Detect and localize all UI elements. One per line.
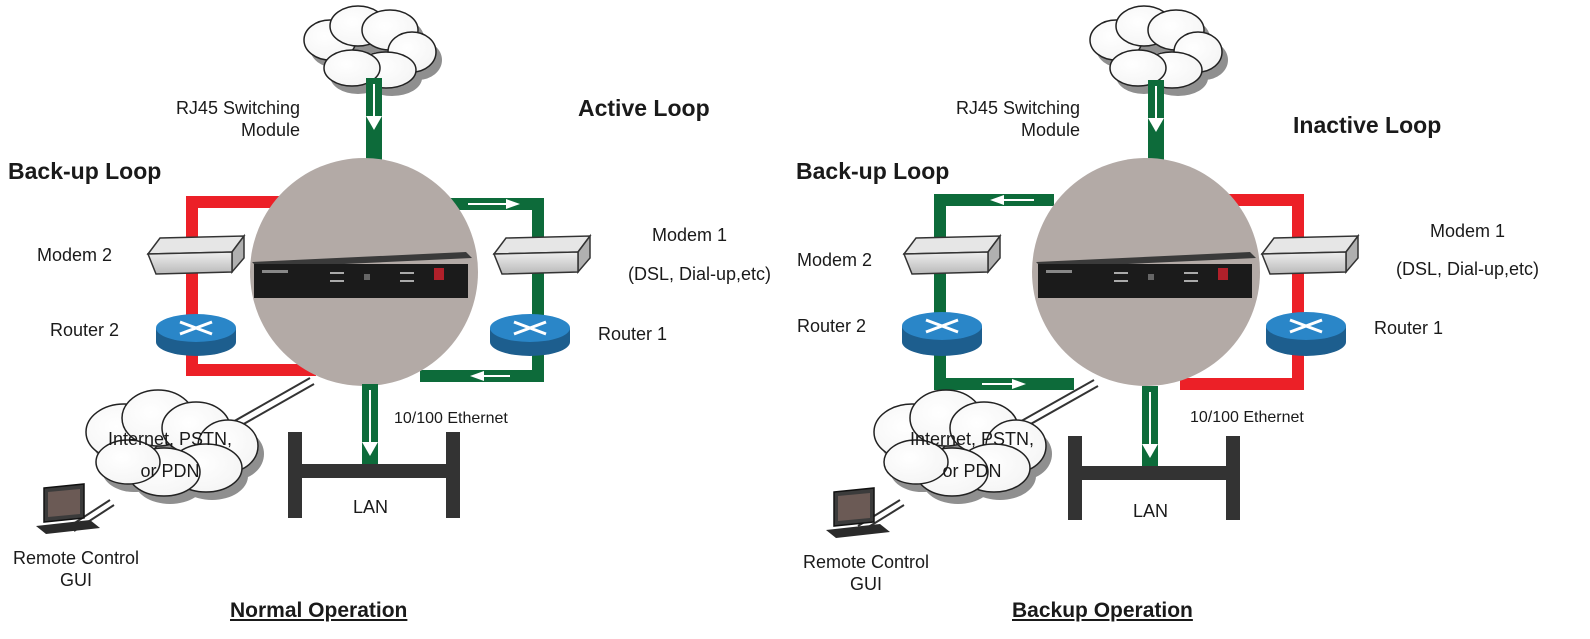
modem-1-icon (1260, 233, 1360, 275)
modem-2-icon (146, 233, 246, 275)
modem-1-label: Modem 1 (1430, 221, 1506, 241)
modem-2-label: Modem 2 (37, 245, 113, 265)
panel-normal-operation (36, 5, 592, 534)
laptop-icon (826, 487, 890, 538)
rack-device-icon (252, 252, 472, 298)
router-1-icon (490, 314, 570, 356)
modem-2-icon (902, 233, 1002, 275)
router-2-label: Router 2 (50, 320, 120, 340)
router-1-label: Router 1 (598, 324, 668, 344)
router-1-label: Router 1 (1374, 318, 1444, 338)
router-1-icon (1266, 312, 1346, 356)
uplink-connector (366, 78, 382, 164)
backup-loop-title: Back-up Loop (796, 158, 950, 184)
modem-2-label: Modem 2 (797, 250, 873, 270)
router-2-icon (902, 312, 982, 356)
backup-loop-title: Back-up Loop (8, 158, 162, 184)
lan-bus (288, 432, 460, 518)
modem-1-label: Modem 1 (652, 225, 728, 245)
ethernet-label: 10/100 Ethernet (394, 410, 508, 427)
modem-1-types-label: (DSL, Dial-up,etc) (1396, 259, 1540, 279)
laptop-icon (36, 483, 100, 534)
modem-1-icon (492, 233, 592, 275)
uplink-connector (1148, 80, 1164, 166)
cloud-label: Internet, PSTN, or PDN (107, 429, 233, 481)
panel-backup-operation (826, 5, 1360, 538)
router-2-icon (156, 314, 236, 356)
downlink-connector (1142, 386, 1158, 466)
lan-label: LAN (1133, 501, 1169, 521)
switching-module-label: RJ45 Switching Module (175, 98, 300, 140)
backup-operation-caption: Backup Operation (1012, 599, 1193, 622)
switching-module-label: RJ45 Switching Module (955, 98, 1080, 140)
normal-operation-caption: Normal Operation (230, 599, 408, 622)
inactive-loop-title: Inactive Loop (1293, 112, 1442, 138)
router-2-label: Router 2 (797, 316, 867, 336)
ethernet-label: 10/100 Ethernet (1190, 409, 1304, 426)
remote-gui-label: Remote Control GUI (12, 548, 140, 590)
lan-label: LAN (353, 497, 389, 517)
rack-device-icon (1036, 252, 1256, 298)
modem-1-types-label: (DSL, Dial-up,etc) (628, 264, 772, 284)
remote-gui-label: Remote Control GUI (802, 552, 930, 594)
lan-bus (1068, 436, 1240, 520)
downlink-connector (362, 384, 378, 464)
cloud-label: Internet, PSTN, or PDN (909, 429, 1035, 481)
active-loop-title: Active Loop (578, 95, 710, 121)
